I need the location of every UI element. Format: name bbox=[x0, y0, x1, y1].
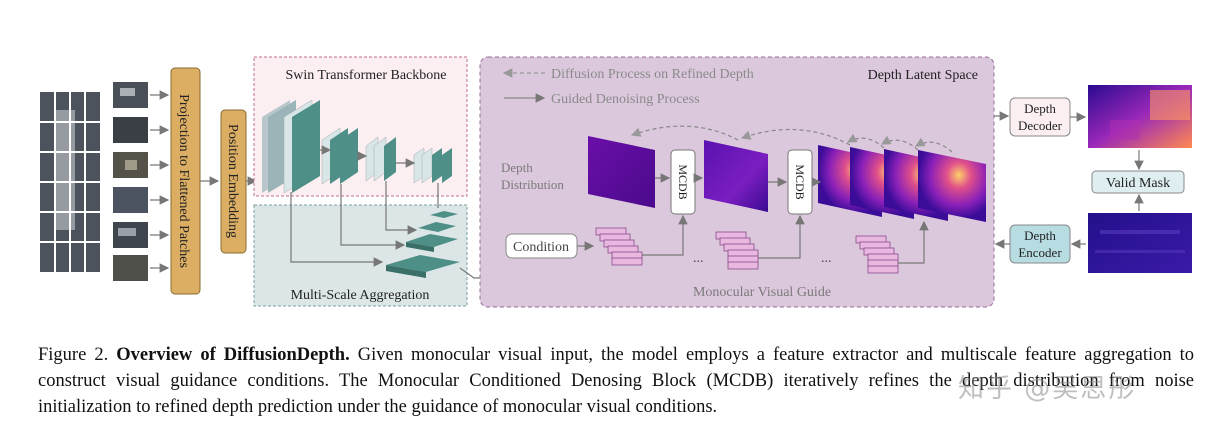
position-embedding-label: Position Embedding bbox=[225, 124, 240, 238]
guide-stack-2 bbox=[715, 231, 759, 270]
legend: Diffusion Process on Refined Depth Guide… bbox=[502, 67, 754, 107]
projection-box bbox=[170, 67, 201, 295]
msa-panel bbox=[253, 204, 468, 307]
legend-diffusion: Diffusion Process on Refined Depth bbox=[551, 67, 754, 82]
msa-layers bbox=[386, 211, 460, 278]
depth-distribution-line1: Depth bbox=[501, 160, 533, 175]
noise-depth-map bbox=[588, 136, 655, 208]
depth-encoder-line2: Encoder bbox=[1018, 245, 1062, 260]
figure-caption: Figure 2. Overview of DiffusionDepth. Gi… bbox=[38, 342, 1194, 420]
mcdb-1-label: MCDB bbox=[676, 164, 690, 199]
legend-denoising: Guided Denoising Process bbox=[551, 92, 700, 107]
caption-label: Figure 2. bbox=[38, 345, 109, 365]
depth-distribution-line2: Distribution bbox=[501, 177, 564, 192]
depth-encoder-line1: Depth bbox=[1024, 228, 1056, 243]
image-patches bbox=[113, 82, 148, 281]
msa-title: Multi-Scale Aggregation bbox=[291, 288, 430, 303]
caption-title: Overview of DiffusionDepth. bbox=[116, 345, 350, 365]
depth-decoder-line1: Depth bbox=[1024, 101, 1056, 116]
depth-decoder-line2: Decoder bbox=[1018, 118, 1063, 133]
valid-mask-label: Valid Mask bbox=[1106, 176, 1170, 191]
guide-stack-1 bbox=[595, 227, 643, 266]
ellipsis-2: ... bbox=[821, 251, 832, 266]
diffusiondepth-diagram: Projection to Flattened Patches Position… bbox=[40, 56, 1192, 308]
swin-blocks bbox=[262, 99, 452, 194]
position-embedding-box bbox=[220, 109, 247, 254]
condition-label: Condition bbox=[513, 240, 569, 255]
input-image-grid bbox=[40, 92, 100, 272]
projection-label: Projection to Flattened Patches bbox=[176, 94, 191, 268]
mcdb-2-label: MCDB bbox=[793, 164, 807, 199]
swin-title: Swin Transformer Backbone bbox=[286, 68, 447, 83]
intermediate-depth-map bbox=[704, 140, 768, 212]
caption-body: Given monocular visual input, the model … bbox=[38, 345, 1195, 417]
watermark: 知乎 @吴思彤 bbox=[958, 374, 1137, 404]
mvg-label: Monocular Visual Guide bbox=[693, 285, 831, 300]
ellipsis-1: ... bbox=[693, 251, 704, 266]
latent-title: Depth Latent Space bbox=[868, 68, 978, 83]
depth-encoder-input bbox=[1088, 213, 1192, 273]
refined-depth-maps bbox=[818, 145, 986, 222]
valid-mask-box bbox=[1091, 170, 1185, 194]
